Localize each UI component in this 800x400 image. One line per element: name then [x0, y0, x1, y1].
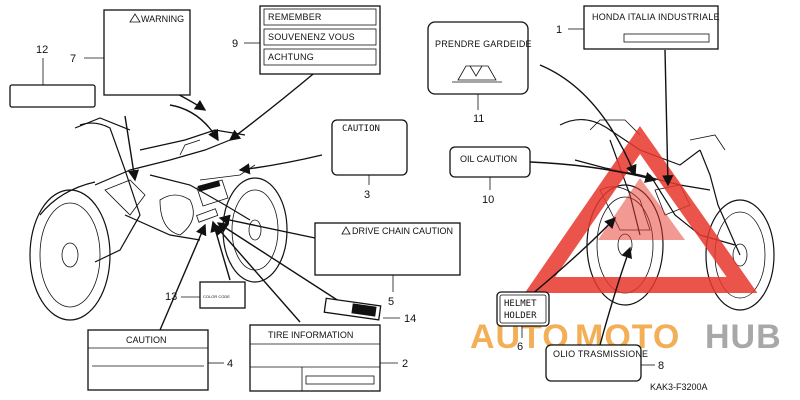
watermark-hub: HUB — [705, 318, 782, 356]
callout-2: 2 — [402, 358, 408, 370]
left-motorcycle-drawing — [29, 117, 288, 321]
label-13-color-code: COLOR CODE 13 — [165, 281, 246, 309]
leader-arrows — [124, 49, 674, 346]
part-code: KAK3-F3200A — [650, 382, 708, 392]
caution3-text: CAUTION — [342, 124, 380, 134]
callout-1: 1 — [556, 24, 562, 36]
label-10-oil-caution: OIL CAUTION 10 — [449, 146, 531, 206]
color-code-text: COLOR CODE — [203, 294, 230, 299]
label-14: 14 — [323, 297, 416, 325]
callout-7: 7 — [70, 53, 76, 65]
callout-12: 12 — [36, 44, 48, 56]
caution4-text: CAUTION — [126, 335, 167, 345]
callout-11: 11 — [473, 113, 484, 125]
souvenez-text: SOUVENENZ VOUS — [268, 32, 355, 42]
callout-9: 9 — [232, 38, 238, 50]
drive-chain-text: DRIVE CHAIN CAUTION — [352, 226, 453, 236]
label-5-drive-chain: DRIVE CHAIN CAUTION 5 — [314, 222, 461, 308]
callout-5: 5 — [388, 296, 394, 308]
warning-text: WARNING — [141, 14, 184, 24]
helmet-line2: HOLDER — [504, 311, 537, 321]
label-6-helmet-holder: HELMET HOLDER 6 — [496, 291, 550, 353]
callout-13: 13 — [165, 291, 177, 303]
callout-6: 6 — [517, 341, 523, 353]
label-1-honda: HONDA ITALIA INDUSTRIALE 1 — [556, 5, 720, 50]
label-8-olio: OLIO TRASMISSIONE 8 — [545, 344, 664, 382]
callout-10: 10 — [482, 194, 494, 206]
honda-text: HONDA ITALIA INDUSTRIALE — [592, 12, 720, 22]
label-4-caution: CAUTION 4 — [87, 329, 233, 391]
callout-14: 14 — [404, 313, 416, 325]
label-11-prendre-garde: PRENDRE GARDEIDE 11 — [427, 21, 532, 125]
label-3-caution: CAUTION 3 — [331, 119, 408, 201]
callout-4: 4 — [227, 358, 233, 370]
remember-text: REMEMBER — [268, 12, 322, 22]
callout-8: 8 — [658, 360, 664, 372]
label-2-tire-information: TIRE INFORMATION 2 — [249, 324, 408, 392]
label-7-warning: WARNING 7 — [70, 9, 191, 96]
achtung-text: ACHTUNG — [268, 52, 314, 62]
prendre-text: PRENDRE GARDEIDE — [435, 39, 532, 49]
label-12: 12 — [9, 44, 96, 108]
callout-3: 3 — [364, 189, 370, 201]
olio-text: OLIO TRASMISSIONE — [553, 349, 648, 359]
tire-info-text: TIRE INFORMATION — [268, 330, 353, 340]
oil-caution-text: OIL CAUTION — [460, 154, 517, 164]
label-9-multilang: REMEMBER SOUVENENZ VOUS ACHTUNG 9 — [232, 5, 381, 75]
helmet-line1: HELMET — [504, 299, 537, 309]
